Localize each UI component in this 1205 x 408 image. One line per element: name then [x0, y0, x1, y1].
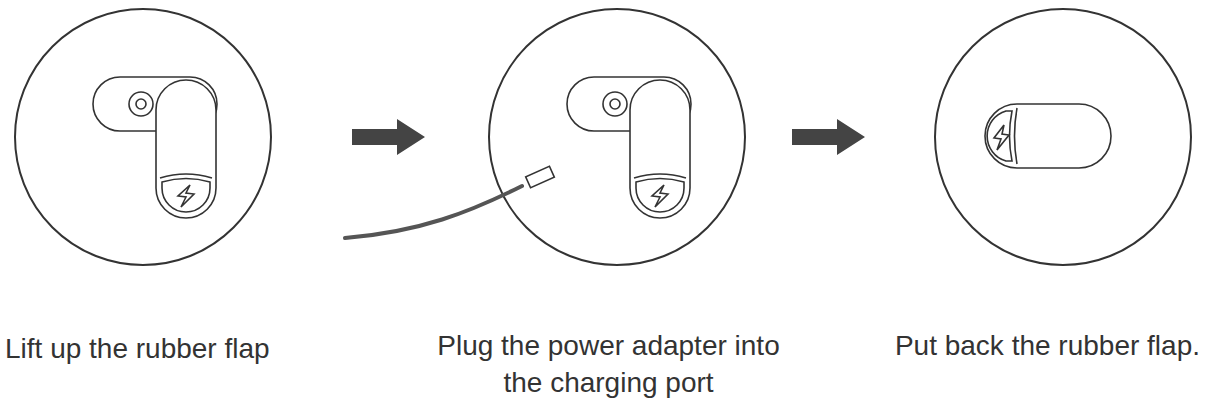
step-panel: Put back the rubber flap. — [877, 0, 1200, 408]
step-panel: Lift up the rubber flap — [5, 0, 340, 408]
cable-plug — [526, 166, 555, 188]
step-panel: Plug the power adapter into the charging… — [437, 0, 780, 408]
open-flap — [93, 77, 217, 218]
open-flap — [567, 77, 691, 218]
step-arrow — [792, 119, 865, 155]
step-caption: Lift up the rubber flap — [5, 330, 340, 367]
step-circle — [935, 9, 1191, 265]
step-circle — [489, 9, 745, 265]
closed-flap — [985, 104, 1111, 168]
step-circle — [15, 9, 271, 265]
step-arrow — [352, 119, 425, 155]
step-caption: Plug the power adapter into the charging… — [437, 327, 780, 401]
step-caption: Put back the rubber flap. — [837, 327, 1200, 364]
power-cable — [345, 186, 522, 238]
